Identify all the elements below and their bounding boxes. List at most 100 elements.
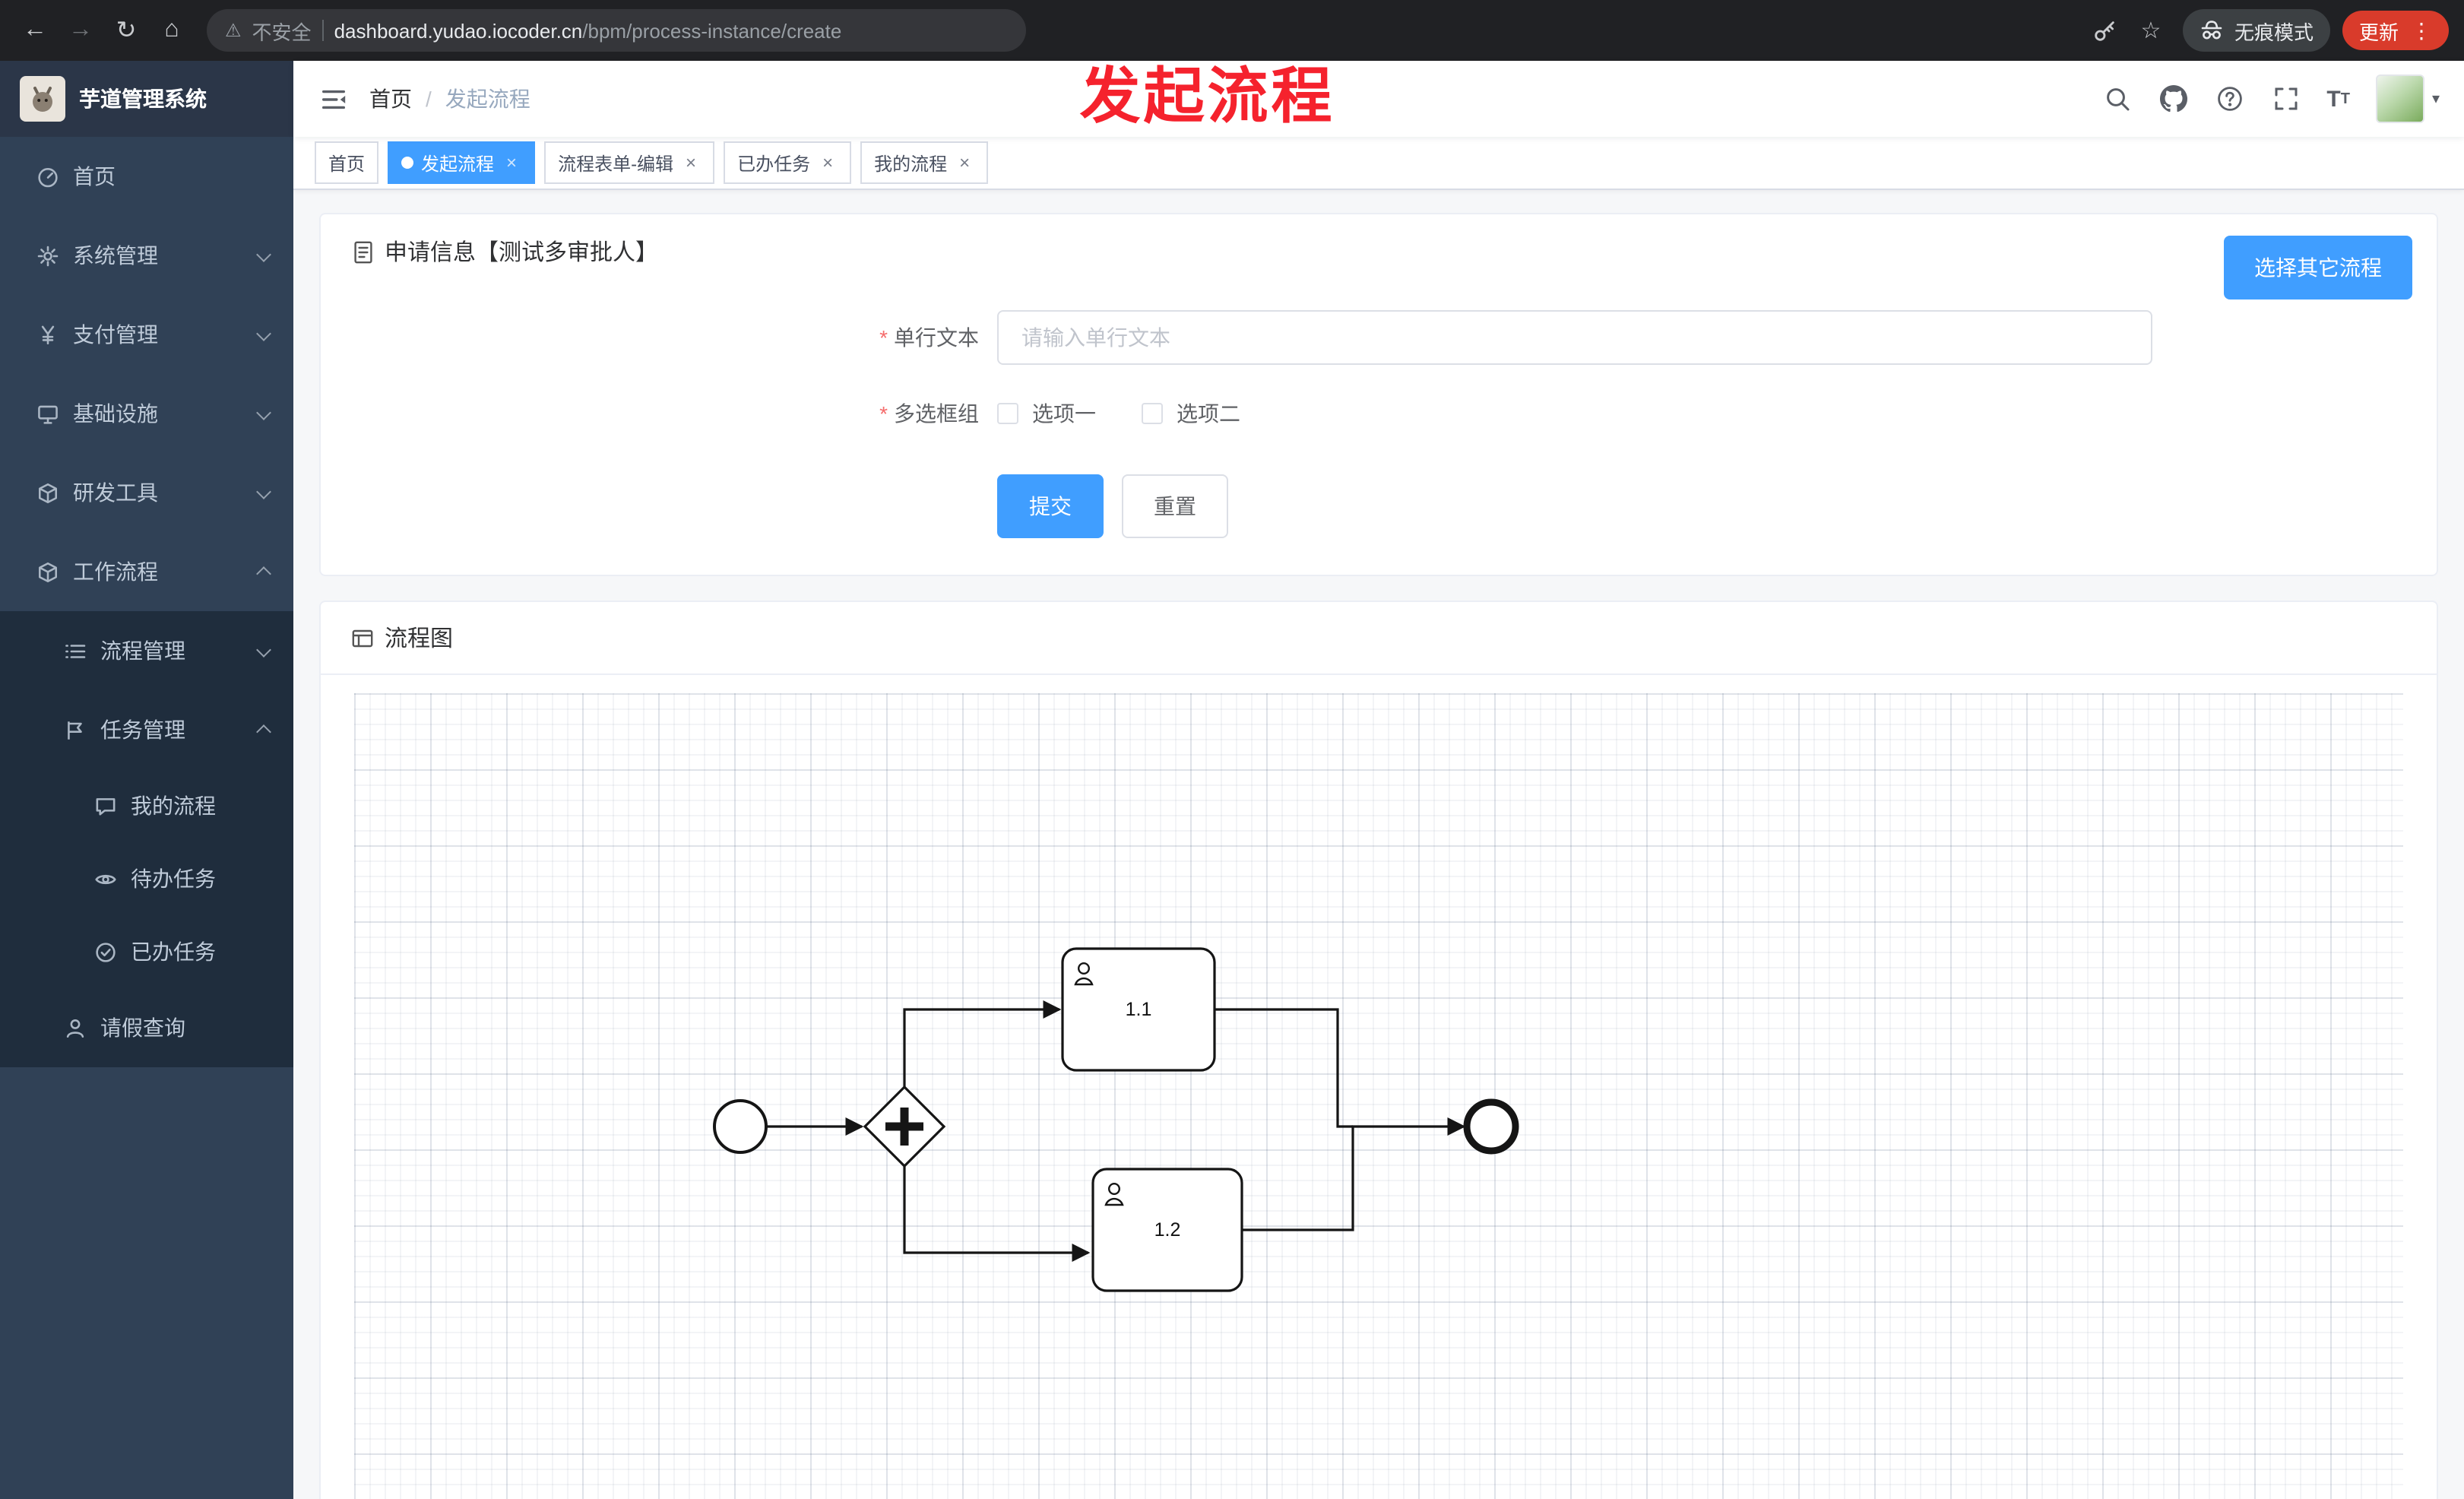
sidebar-item-home[interactable]: 首页 <box>0 137 293 216</box>
toolbox-icon <box>36 481 59 504</box>
sidebar-item-task-management[interactable]: 任务管理 <box>0 690 293 769</box>
tab-process-form-edit[interactable]: 流程表单-编辑 × <box>544 141 715 184</box>
chevron-down-icon <box>256 483 271 499</box>
breadcrumb: 首页 / 发起流程 <box>369 84 530 114</box>
warning-icon: ⚠ <box>225 20 242 41</box>
search-icon[interactable] <box>2101 84 2132 114</box>
sidebar-item-payment-management[interactable]: 支付管理 <box>0 295 293 374</box>
checkbox-icon[interactable] <box>997 403 1018 424</box>
checkbox-option-1[interactable]: 选项一 <box>997 398 1096 429</box>
choose-other-process-button[interactable]: 选择其它流程 <box>2224 236 2412 299</box>
reset-button[interactable]: 重置 <box>1122 474 1228 538</box>
logo-image <box>20 76 65 122</box>
form-row-text: *单行文本 <box>351 310 2406 365</box>
user-menu[interactable]: ▾ <box>2375 74 2440 123</box>
card-header: 流程图 <box>321 602 2437 675</box>
hamburger-icon[interactable] <box>318 84 348 114</box>
tab-label: 已办任务 <box>737 153 811 174</box>
tab-label: 我的流程 <box>874 153 948 174</box>
fullscreen-icon[interactable] <box>2270 84 2301 114</box>
sidebar-item-leave-query[interactable]: 请假查询 <box>0 988 293 1067</box>
user-task-1-2-node[interactable]: 1.2 <box>1091 1168 1243 1292</box>
tab-label: 发起流程 <box>421 153 495 174</box>
update-button[interactable]: 更新 ⋮ <box>2342 11 2449 50</box>
back-icon[interactable]: ← <box>23 17 47 43</box>
tab-label: 首页 <box>328 153 366 174</box>
flow-gateway-to-task-1-1 <box>903 1000 1062 1087</box>
url-path: /bpm/process-instance/create <box>582 19 842 42</box>
field-label: *单行文本 <box>351 322 997 353</box>
checkbox-label: 选项一 <box>1032 401 1096 426</box>
breadcrumb-separator: / <box>426 87 432 111</box>
field-label-text: 单行文本 <box>894 325 979 350</box>
home-icon[interactable]: ⌂ <box>164 17 179 43</box>
sidebar-item-label: 请假查询 <box>100 1016 185 1040</box>
sidebar-item-dev-tools[interactable]: 研发工具 <box>0 453 293 532</box>
eye-icon <box>94 867 117 890</box>
sidebar-item-todo-tasks[interactable]: 待办任务 <box>0 842 293 915</box>
main-area: 首页 / 发起流程 <box>293 61 2464 1499</box>
checkbox-option-2[interactable]: 选项二 <box>1142 398 1240 429</box>
form-row-checkbox-group: *多选框组 选项一 选项二 <box>351 398 2406 429</box>
field-label: *多选框组 <box>351 398 997 429</box>
sidebar-item-done-tasks[interactable]: 已办任务 <box>0 915 293 988</box>
github-icon[interactable] <box>2158 84 2188 114</box>
browser-toolbar: ← → ↻ ⌂ ⚠ 不安全 dashboard.yudao.iocoder.cn… <box>0 0 2464 61</box>
sidebar-item-process-management[interactable]: 流程管理 <box>0 611 293 690</box>
close-icon[interactable]: × <box>959 152 971 173</box>
user-task-1-1-node[interactable]: 1.1 <box>1061 947 1216 1072</box>
tab-my-process[interactable]: 我的流程 × <box>860 141 989 184</box>
parallel-gateway-node[interactable] <box>863 1085 946 1168</box>
top-navbar: 首页 / 发起流程 <box>293 61 2464 137</box>
user-icon <box>64 1016 87 1039</box>
tab-home[interactable]: 首页 <box>315 141 379 184</box>
sidebar-item-system-management[interactable]: 系统管理 <box>0 216 293 295</box>
close-icon[interactable]: × <box>822 152 834 173</box>
tab-done-tasks[interactable]: 已办任务 × <box>724 141 852 184</box>
card-title: 申请信息【测试多审批人】 <box>385 240 659 266</box>
forward-icon[interactable]: → <box>68 17 93 43</box>
start-event-node[interactable] <box>713 1099 768 1154</box>
sidebar: 芋道管理系统 首页 系统管理 <box>0 61 293 1499</box>
security-label: 不安全 <box>252 21 312 43</box>
tab-start-process[interactable]: 发起流程 × <box>388 141 536 184</box>
font-size-small-glyph: T <box>2340 90 2350 107</box>
address-bar[interactable]: ⚠ 不安全 dashboard.yudao.iocoder.cn/bpm/pro… <box>207 9 1026 52</box>
end-event-node[interactable] <box>1463 1098 1519 1155</box>
chevron-up-icon <box>256 566 271 582</box>
user-task-icon <box>1104 1183 1124 1206</box>
bpmn-canvas[interactable]: 1.1 1.2 <box>354 693 2403 1499</box>
font-size-big-glyph: T <box>2326 86 2341 112</box>
flow-chart-icon <box>351 626 374 650</box>
sidebar-item-my-process[interactable]: 我的流程 <box>0 769 293 842</box>
checkbox-group: 选项一 选项二 <box>997 398 1240 429</box>
flow-gateway-to-task-1-2 <box>903 1166 1091 1262</box>
checkbox-icon[interactable] <box>1142 403 1163 424</box>
page-content: 申请信息【测试多审批人】 选择其它流程 *单行文本 *多选框组 选项一 <box>293 190 2464 1499</box>
sidebar-item-workflow[interactable]: 工作流程 <box>0 532 293 611</box>
single-line-text-input[interactable] <box>997 310 2152 365</box>
sidebar-item-label: 系统管理 <box>73 243 158 268</box>
chevron-down-icon <box>256 246 271 261</box>
sidebar-item-label: 首页 <box>73 164 116 189</box>
chat-icon <box>94 794 117 817</box>
password-key-icon[interactable] <box>2086 11 2125 50</box>
process-diagram-card: 流程图 <box>319 601 2438 1499</box>
check-circle-icon <box>94 940 117 963</box>
document-icon <box>351 239 374 264</box>
browser-menu-dots-icon[interactable]: ⋮ <box>2411 18 2432 43</box>
sidebar-item-label: 流程管理 <box>100 639 185 663</box>
sidebar-item-infrastructure[interactable]: 基础设施 <box>0 374 293 453</box>
reload-icon[interactable]: ↻ <box>116 18 137 44</box>
avatar <box>2375 74 2424 123</box>
bookmark-star-icon[interactable]: ☆ <box>2140 18 2162 44</box>
breadcrumb-home[interactable]: 首页 <box>369 87 412 111</box>
submit-button[interactable]: 提交 <box>997 474 1104 538</box>
close-icon[interactable]: × <box>686 152 697 173</box>
card-title: 流程图 <box>385 626 454 652</box>
help-icon[interactable] <box>2214 84 2244 114</box>
app-logo[interactable]: 芋道管理系统 <box>0 61 293 137</box>
close-icon[interactable]: × <box>506 152 518 173</box>
dashboard-icon <box>36 165 59 188</box>
